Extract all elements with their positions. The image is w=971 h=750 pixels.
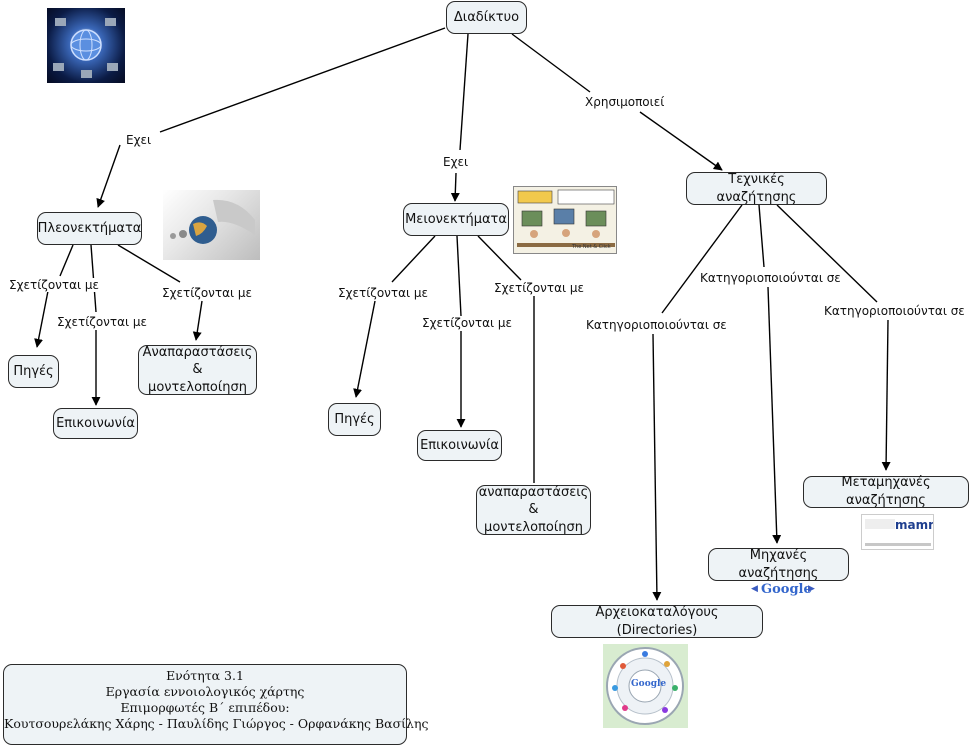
label-adv-rel1: Σχετίζονται με bbox=[8, 278, 100, 292]
dis-representations-line1: αναπαραστάσεις bbox=[478, 484, 589, 500]
label-has-mid: Εχει bbox=[442, 155, 470, 169]
arrow-to-dis-sources bbox=[353, 300, 376, 398]
arrow-to-directories bbox=[652, 333, 662, 601]
network-icon bbox=[53, 18, 118, 78]
info-assignment: Εργασία εννοιολογικός χάρτης bbox=[105, 684, 305, 699]
link-dis-rel3 bbox=[477, 235, 522, 281]
link-dis-rel1 bbox=[391, 235, 436, 283]
arrow-to-adv-representations bbox=[192, 300, 203, 341]
arrow-to-meta-search bbox=[881, 319, 891, 471]
label-has-left: Εχει bbox=[125, 133, 153, 147]
arrow-to-disadvantages bbox=[450, 172, 460, 202]
node-search-engines[interactable]: Μηχανές αναζήτησης bbox=[708, 548, 849, 581]
adv-representations-line2: & μοντελοποίηση bbox=[148, 362, 247, 395]
google-logo-image: ◀ Google ▶ bbox=[751, 582, 817, 600]
node-adv-representations[interactable]: Αναπαραστάσεις & μοντελοποίηση bbox=[138, 345, 257, 395]
internet-globe-image bbox=[47, 8, 125, 83]
label-uses: Χρησιμοποιεί bbox=[584, 95, 666, 109]
label-dis-rel1: Σχετίζονται με bbox=[337, 286, 429, 300]
node-disadvantages[interactable]: Μειονεκτήματα bbox=[403, 203, 509, 236]
link-adv-rel1 bbox=[59, 244, 74, 277]
info-trainers-label: Επιμορφωτές Β΄ επιπέδου: bbox=[120, 700, 290, 715]
mamma-logo-icon bbox=[865, 519, 931, 546]
directories-wheel-image: Google bbox=[603, 644, 688, 728]
node-dis-representations[interactable]: αναπαραστάσεις & μοντελοποίηση bbox=[476, 485, 591, 535]
adv-representations-line1: Αναπαραστάσεις bbox=[142, 344, 253, 360]
node-search-techniques[interactable]: Τεχνικές αναζήτησης bbox=[686, 172, 827, 205]
link-dis-rel2 bbox=[456, 235, 462, 317]
node-dis-sources[interactable]: Πηγές bbox=[328, 403, 381, 436]
wheel-google-text: Google bbox=[631, 679, 667, 689]
mamma-search-image: mamma bbox=[861, 514, 934, 550]
internet-cafe-cartoon-image: The Net & Click bbox=[513, 186, 617, 254]
link-cat2 bbox=[758, 204, 765, 268]
node-advantages[interactable]: Πλεονεκτήματα bbox=[37, 212, 142, 245]
google-logo-text: Google bbox=[761, 582, 812, 597]
cartoon-caption: The Net & Click bbox=[572, 244, 611, 250]
info-authors: Κουτσουρελάκης Χάρης - Παυλίδης Γιώργος … bbox=[4, 716, 429, 731]
node-internet[interactable]: Διαδίκτυο bbox=[446, 1, 527, 34]
globe-icon bbox=[170, 199, 255, 244]
directories-wheel-icon bbox=[606, 647, 684, 725]
label-cat2: Κατηγοριοποιούνται σε bbox=[699, 271, 842, 285]
google-right-arrow-icon: ▶ bbox=[808, 584, 815, 594]
arrow-to-search-engines bbox=[767, 286, 782, 544]
label-adv-rel3: Σχετίζονται με bbox=[161, 286, 253, 300]
label-adv-rel2: Σχετίζονται με bbox=[56, 315, 148, 329]
node-dis-communication[interactable]: Επικοινωνία bbox=[417, 430, 502, 461]
link-root-uses bbox=[511, 33, 591, 93]
cartoon-illustration bbox=[517, 189, 615, 247]
arrow-to-advantages bbox=[96, 144, 121, 208]
label-dis-rel3: Σχετίζονται με bbox=[493, 281, 585, 295]
info-box: Ενότητα 3.1 Εργασία εννοιολογικός χάρτης… bbox=[3, 664, 429, 745]
label-dis-rel2: Σχετίζονται με bbox=[421, 316, 513, 330]
label-cat3: Κατηγοριοποιούνται σε bbox=[823, 304, 966, 318]
link-root-has-mid bbox=[459, 33, 469, 151]
info-section: Ενότητα 3.1 bbox=[166, 668, 244, 683]
link-cat1 bbox=[661, 204, 743, 314]
node-meta-search[interactable]: Μεταμηχανές αναζήτησης bbox=[803, 475, 969, 508]
mamma-logo-text: mamma bbox=[895, 518, 933, 532]
arrow-to-search-techniques bbox=[639, 111, 723, 171]
globe-hand-image bbox=[163, 190, 260, 260]
link-cat3 bbox=[776, 204, 878, 303]
dis-representations-line2: & μοντελοποίηση bbox=[484, 502, 583, 535]
node-directories[interactable]: Αρχειοκαταλόγους (Directories) bbox=[551, 605, 763, 638]
link-root-has-left bbox=[159, 27, 446, 133]
node-adv-sources[interactable]: Πηγές bbox=[8, 355, 59, 388]
label-cat1: Κατηγοριοποιούνται σε bbox=[585, 318, 728, 332]
google-left-arrow-icon: ◀ bbox=[751, 584, 758, 594]
arrow-to-adv-sources bbox=[34, 290, 49, 348]
node-adv-communication[interactable]: Επικοινωνία bbox=[53, 408, 138, 439]
link-adv-rel3 bbox=[117, 244, 181, 283]
